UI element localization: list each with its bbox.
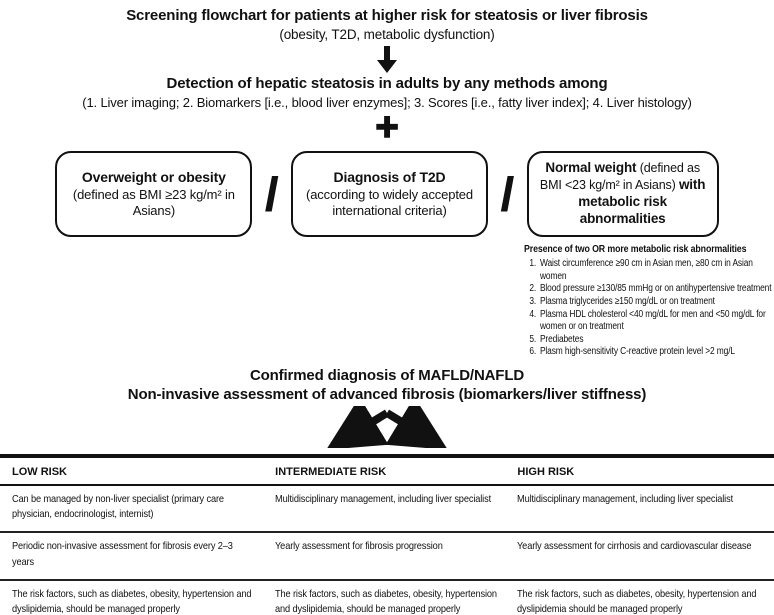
criteria-box-normal-weight: Normal weight (defined as BMI <23 kg/m² … — [526, 151, 719, 237]
criteria-box-row: Overweight or obesity (defined as BMI ≥2… — [0, 151, 774, 237]
table-row: Periodic non-invasive assessment for fib… — [0, 532, 774, 581]
table-cell: Yearly assessment for fibrosis progressi… — [263, 532, 506, 581]
detection-methods: (1. Liver imaging; 2. Biomarkers [i.e., … — [82, 95, 692, 110]
criteria-box-detail: (according to widely accepted internatio… — [306, 186, 473, 218]
table-cell: Can be managed by non-liver specialist (… — [0, 484, 264, 534]
table-row: Can be managed by non-liver specialist (… — [0, 484, 774, 534]
table-header-row: LOW RISK INTERMEDIATE RISK HIGH RISK — [0, 455, 774, 486]
metabolic-risk-item: Blood pressure ≥130/85 mmHg or on antihy… — [538, 283, 772, 296]
table-cell: Multidisciplinary management, including … — [263, 484, 506, 534]
criteria-box-overweight: Overweight or obesity (defined as BMI ≥2… — [55, 151, 253, 237]
criteria-box-detail: (defined as BMI ≥23 kg/m² in Asians) — [72, 186, 235, 218]
metabolic-risk-item: Plasma HDL cholesterol <40 mg/dL for men… — [538, 309, 772, 334]
risk-stratification-table: LOW RISK INTERMEDIATE RISK HIGH RISK Can… — [0, 453, 774, 615]
detection-heading: Detection of hepatic steatosis in adults… — [166, 75, 608, 92]
arrow-down-icon — [0, 46, 774, 74]
table-cell: Yearly assessment for cirrhosis and card… — [505, 532, 774, 581]
metabolic-risk-item: Plasma triglycerides ≥150 mg/dL or on tr… — [538, 296, 772, 309]
metabolic-risk-panel: Presence of two OR more metabolic risk a… — [524, 243, 772, 359]
criteria-box-detail: (defined as BMI <23 kg/m² in Asians) — [539, 161, 700, 193]
figure-subtitle: (obesity, T2D, metabolic dysfunction) — [279, 27, 495, 42]
metabolic-risk-item: Plasm high-sensitivity C-reactive protei… — [538, 346, 772, 359]
figure-title: Screening flowchart for patients at high… — [126, 7, 648, 24]
criteria-box-title: Diagnosis of T2D — [333, 169, 446, 185]
confirmed-diagnosis-line2: Non-invasive assessment of advanced fibr… — [127, 386, 647, 404]
criteria-box-title-tail: with metabolic risk abnormalities — [578, 177, 706, 226]
criteria-box-mixed-text: Normal weight (defined as BMI <23 kg/m² … — [539, 160, 707, 228]
table-row: The risk factors, such as diabetes, obes… — [0, 579, 774, 615]
column-header-intermediate-risk: INTERMEDIATE RISK — [263, 455, 506, 486]
or-slash-icon: / — [501, 168, 515, 220]
confirmed-diagnosis-line1: Confirmed diagnosis of MAFLD/NAFLD — [249, 366, 525, 384]
table-cell: Multidisciplinary management, including … — [505, 484, 774, 534]
criteria-box-title: Normal weight — [545, 160, 637, 176]
criteria-box-t2d: Diagnosis of T2D (according to widely ac… — [291, 151, 488, 237]
metabolic-risk-heading: Presence of two OR more metabolic risk a… — [524, 243, 747, 255]
or-slash-icon: / — [265, 168, 279, 220]
table-cell: The risk factors, such as diabetes, obes… — [263, 579, 506, 615]
metabolic-risk-item: Prediabetes — [538, 334, 772, 347]
confirmed-diagnosis: Confirmed diagnosis of MAFLD/NAFLD Non-i… — [0, 366, 774, 405]
column-header-low-risk: LOW RISK — [0, 455, 264, 486]
plus-icon: + — [375, 105, 400, 149]
table-cell: The risk factors, such as diabetes, obes… — [505, 579, 774, 615]
criteria-box-title: Overweight or obesity — [81, 169, 226, 185]
metabolic-risk-item: Waist circumference ≥90 cm in Asian men,… — [538, 258, 772, 283]
diverging-arrows-icon — [0, 396, 774, 450]
metabolic-risk-list: Waist circumference ≥90 cm in Asian men,… — [524, 258, 772, 359]
table-cell: Periodic non-invasive assessment for fib… — [0, 532, 264, 581]
table-cell: The risk factors, such as diabetes, obes… — [0, 579, 264, 615]
column-header-high-risk: HIGH RISK — [505, 455, 774, 486]
